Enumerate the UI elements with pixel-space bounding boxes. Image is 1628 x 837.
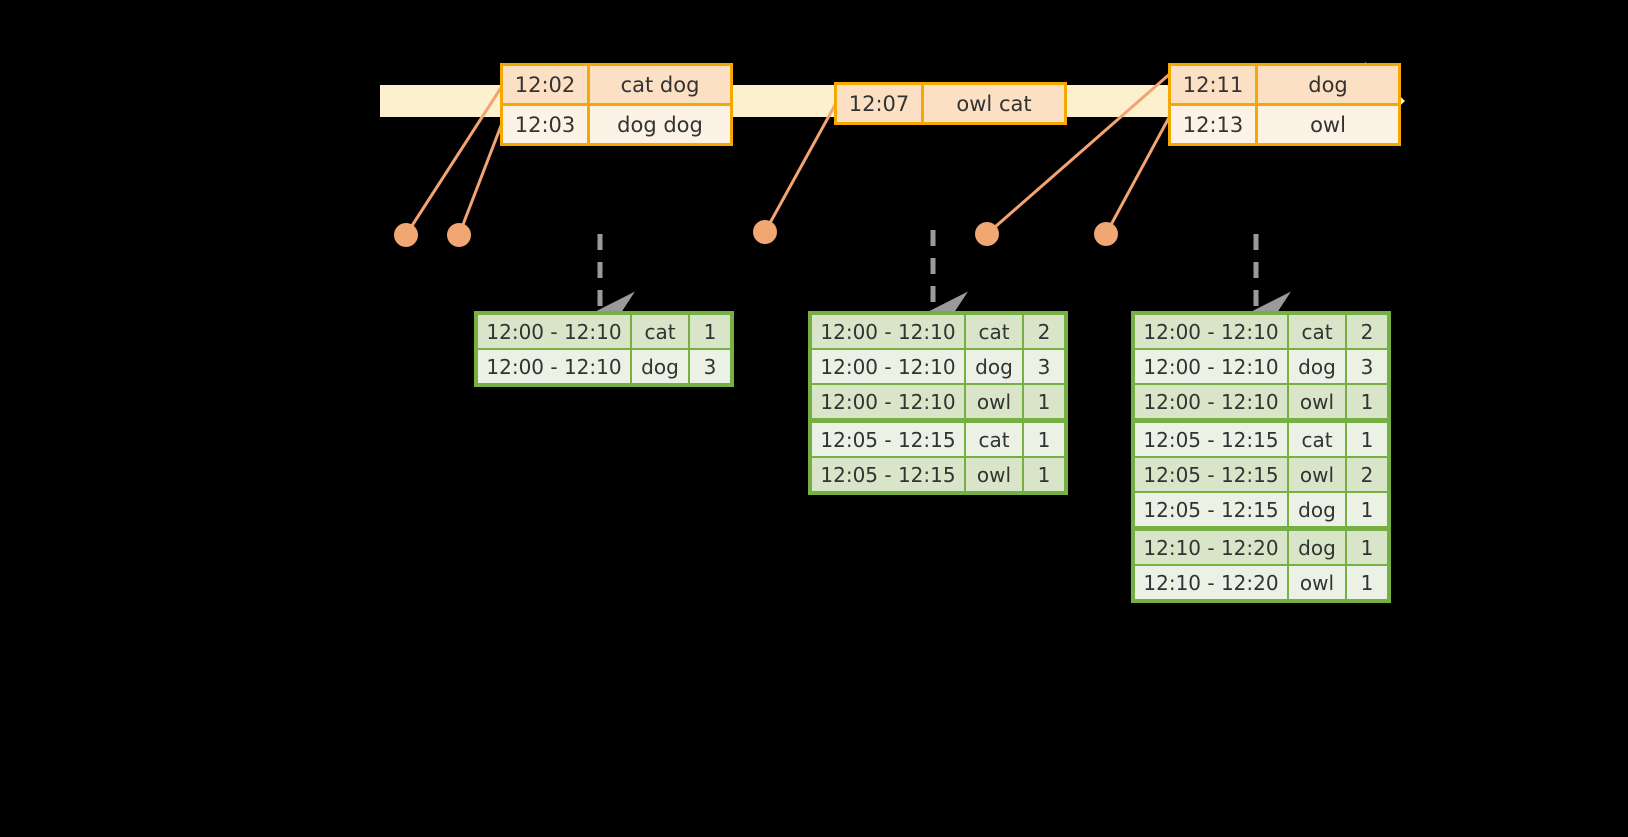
window-cell: 12:05 - 12:15 (1135, 493, 1287, 526)
key-cell: owl (1289, 566, 1345, 599)
event-timestamp: 12:07 (837, 85, 924, 122)
connector-12-02-dot (394, 223, 418, 247)
key-cell: owl (1289, 385, 1345, 418)
key-cell: owl (966, 385, 1022, 418)
event-timestamp: 12:13 (1171, 106, 1258, 143)
key-cell: cat (966, 423, 1022, 456)
key-cell: dog (1289, 493, 1345, 526)
connector-12-11-dot (975, 222, 999, 246)
window-cell: 12:05 - 12:15 (1135, 458, 1287, 491)
connector-12-03-dot (447, 223, 471, 247)
window-cell: 12:05 - 12:15 (812, 458, 964, 491)
key-cell: cat (966, 315, 1022, 348)
window-cell: 12:00 - 12:10 (812, 350, 964, 383)
count-cell: 3 (690, 350, 730, 383)
window-cell: 12:00 - 12:10 (1135, 350, 1287, 383)
event-words: dog dog (590, 106, 730, 143)
key-cell: dog (1289, 531, 1345, 564)
window-cell: 12:05 - 12:15 (1135, 423, 1287, 456)
event-timestamp: 12:11 (1171, 66, 1258, 103)
key-cell: cat (1289, 423, 1345, 456)
count-cell: 1 (690, 315, 730, 348)
event-words: owl cat (924, 85, 1064, 122)
count-cell: 1 (1347, 423, 1387, 456)
key-cell: owl (1289, 458, 1345, 491)
key-cell: dog (632, 350, 688, 383)
window-cell: 12:00 - 12:10 (812, 385, 964, 418)
count-cell: 2 (1347, 315, 1387, 348)
window-cell: 12:00 - 12:10 (478, 315, 630, 348)
key-cell: dog (966, 350, 1022, 383)
event-words: cat dog (590, 66, 730, 103)
connector-12-07-line (763, 95, 842, 233)
window-cell: 12:10 - 12:20 (1135, 531, 1287, 564)
key-cell: cat (1289, 315, 1345, 348)
count-cell: 1 (1347, 566, 1387, 599)
window-cell: 12:00 - 12:10 (1135, 315, 1287, 348)
count-cell: 1 (1347, 531, 1387, 564)
count-cell: 1 (1024, 423, 1064, 456)
window-cell: 12:00 - 12:10 (1135, 385, 1287, 418)
count-cell: 1 (1024, 385, 1064, 418)
event-timestamp: 12:03 (503, 106, 590, 143)
connector-12-07-dot (753, 220, 777, 244)
count-cell: 1 (1347, 493, 1387, 526)
key-cell: owl (966, 458, 1022, 491)
count-cell: 3 (1024, 350, 1064, 383)
window-cell: 12:00 - 12:10 (478, 350, 630, 383)
connector-12-13-dot (1094, 222, 1118, 246)
count-cell: 2 (1347, 458, 1387, 491)
event-timestamp: 12:02 (503, 66, 590, 103)
connector-12-13-line (1104, 111, 1174, 235)
count-cell: 3 (1347, 350, 1387, 383)
count-cell: 2 (1024, 315, 1064, 348)
connector-12-03-line (457, 117, 506, 236)
window-cell: 12:05 - 12:15 (812, 423, 964, 456)
event-words: owl (1258, 106, 1398, 143)
count-cell: 1 (1347, 385, 1387, 418)
window-cell: 12:00 - 12:10 (812, 315, 964, 348)
event-words: dog (1258, 66, 1398, 103)
key-cell: dog (1289, 350, 1345, 383)
window-cell: 12:10 - 12:20 (1135, 566, 1287, 599)
connector-12-02-line (404, 79, 508, 236)
count-cell: 1 (1024, 458, 1064, 491)
key-cell: cat (632, 315, 688, 348)
